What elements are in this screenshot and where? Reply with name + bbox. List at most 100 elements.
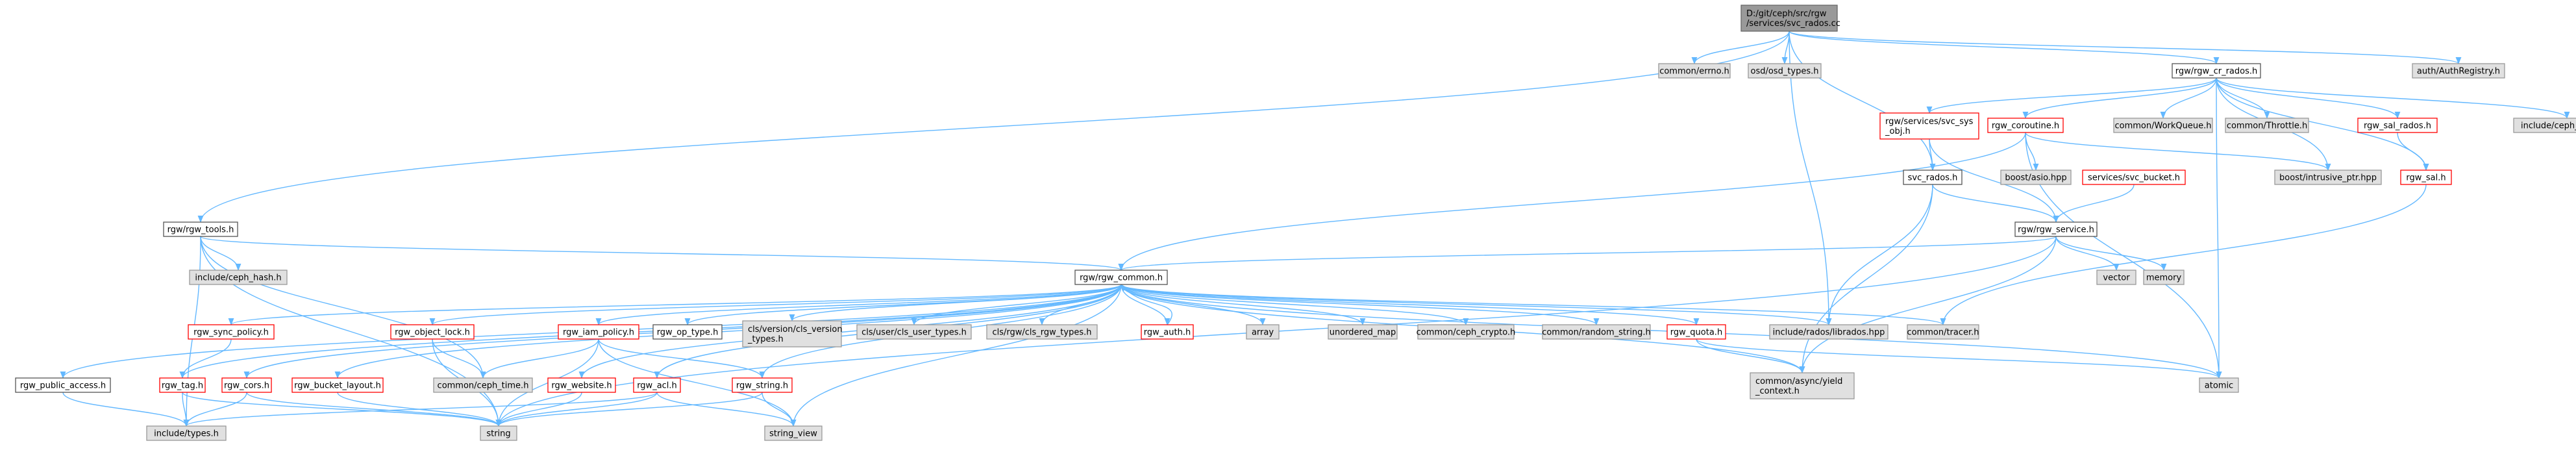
node-svc-sys-obj[interactable]: rgw/services/svc_sys_obj.h [1879, 112, 1979, 140]
node-box [1750, 372, 1855, 399]
node-label: rgw/rgw_tools.h [167, 225, 234, 235]
edge-rgw_common-to-rgw_website [578, 284, 1122, 379]
node-ceph-crypto: common/ceph_crypto.h [1417, 324, 1516, 340]
node-label: osd/osd_types.h [1750, 67, 1818, 77]
node-rgw-acl[interactable]: rgw_acl.h [633, 377, 681, 393]
node-box [558, 324, 639, 340]
node-layer: D:/git/ceph/src/rgw/services/svc_rados.c… [15, 5, 2576, 441]
node-label: string_view [769, 429, 817, 439]
node-label: string [486, 429, 510, 439]
edge-rgw_cr_rados-to-atomic [2216, 77, 2222, 379]
node-box [1987, 118, 2064, 133]
node-label: rgw_public_access.h [20, 381, 106, 391]
node-label: rgw_coroutine.h [1992, 121, 2059, 131]
node-box [652, 324, 723, 340]
node-box [732, 377, 793, 393]
node-cls-version-types: cls/version/cls_version_types.h [742, 320, 843, 347]
node-label: cls/version/cls_version [748, 325, 843, 334]
edge-rgw_cr_rados-to-ceph_assert [2216, 77, 2570, 120]
node-rgw-op-type[interactable]: rgw_op_type.h [652, 324, 723, 340]
node-box [742, 320, 842, 347]
node-label: common/ceph_time.h [438, 381, 529, 391]
edge-rgw_common-to-rgw_object_lock [429, 284, 1122, 326]
node-rgw-iam-policy[interactable]: rgw_iam_policy.h [558, 324, 639, 340]
node-ceph-hash: include/ceph_hash.h [189, 270, 288, 285]
node-label: D:/git/ceph/src/rgw [1746, 9, 1827, 19]
node-unordered-map: unordered_map [1328, 324, 1398, 340]
node-box [221, 377, 272, 393]
edge-svc_rados_h-to-yield_context [1799, 184, 1933, 374]
node-label: /services/svc_rados.cc [1746, 19, 1840, 29]
node-rgw-website[interactable]: rgw_website.h [547, 377, 616, 393]
node-svc-bucket[interactable]: services/svc_bucket.h [2082, 170, 2186, 185]
edge-rgw_service-to-vector [2055, 236, 2120, 271]
node-label: common/Throttle.h [2227, 121, 2307, 131]
node-label: rgw_string.h [736, 381, 788, 391]
node-rgw-sal-rados[interactable]: rgw_sal_rados.h [2357, 118, 2438, 133]
node-rgw-tools[interactable]: rgw/rgw_tools.h [163, 221, 238, 237]
node-box [163, 221, 238, 237]
node-ceph-time: common/ceph_time.h [433, 377, 533, 393]
node-librados: include/rados/librados.hpp [1769, 324, 1889, 340]
node-svc-rados-h[interactable]: svc_rados.h [1903, 170, 1963, 185]
node-label: boost/intrusive_ptr.hpp [2279, 173, 2377, 183]
node-rgw-auth[interactable]: rgw_auth.h [1141, 324, 1194, 340]
node-box [2082, 170, 2186, 185]
node-rgw-string[interactable]: rgw_string.h [732, 377, 793, 393]
node-rgw-coroutine[interactable]: rgw_coroutine.h [1987, 118, 2064, 133]
node-tracer: common/tracer.h [1907, 324, 1979, 340]
node-rgw-bucket-layout[interactable]: rgw_bucket_layout.h [291, 377, 384, 393]
edge-root-to-common_errno [1691, 31, 1790, 65]
node-label: cls/user/cls_user_types.h [861, 328, 967, 338]
edge-rgw_cors-to-string [246, 392, 502, 427]
node-label: rgw_object_lock.h [395, 328, 470, 338]
node-box [2172, 63, 2261, 79]
node-box [2199, 377, 2239, 393]
edge-rgw_service-to-rgw_common [1119, 236, 2057, 271]
node-box [2513, 118, 2576, 133]
node-label: _obj.h [1885, 127, 1911, 136]
node-box [2400, 170, 2452, 185]
node-label: include/ceph_hash.h [195, 273, 281, 283]
node-label: _context.h [1755, 386, 1800, 396]
node-box [2274, 170, 2382, 185]
node-auth-registry: auth/AuthRegistry.h [2412, 63, 2505, 79]
node-rgw-sal[interactable]: rgw_sal.h [2400, 170, 2452, 185]
node-box [2014, 221, 2098, 237]
node-rgw-common[interactable]: rgw/rgw_common.h [1074, 270, 1168, 285]
node-label: rgw_sal.h [2406, 173, 2446, 183]
node-osd-types: osd/osd_types.h [1748, 63, 1822, 79]
node-rgw-sync-policy[interactable]: rgw_sync_policy.h [188, 324, 275, 340]
node-workqueue: common/WorkQueue.h [2113, 118, 2213, 133]
node-label: rgw/rgw_common.h [1080, 273, 1163, 283]
node-vector: vector [2096, 270, 2136, 285]
node-label: common/WorkQueue.h [2115, 121, 2212, 131]
edge-rgw_service-to-yield_context [1799, 236, 2057, 374]
node-rgw-tag[interactable]: rgw_tag.h [159, 377, 206, 393]
edge-root-to-svc_rados_h [1789, 31, 1936, 171]
edge-rgw_common-to-rgw_iam_policy [595, 284, 1122, 326]
node-rgw-cr-rados[interactable]: rgw/rgw_cr_rados.h [2172, 63, 2261, 79]
node-label: common/ceph_crypto.h [1417, 328, 1516, 338]
node-label: common/tracer.h [1907, 328, 1979, 338]
node-box [189, 270, 288, 285]
node-rgw-cors[interactable]: rgw_cors.h [221, 377, 272, 393]
edge-rgw_tools-to-ceph_hash [200, 236, 242, 271]
edge-rgw_sal-to-tracer [1940, 184, 2427, 326]
node-rgw-quota[interactable]: rgw_quota.h [1666, 324, 1726, 340]
node-root[interactable]: D:/git/ceph/src/rgw/services/svc_rados.c… [1740, 5, 1840, 32]
edge-rgw_common-to-ceph_crypto [1121, 284, 1469, 326]
node-box [1907, 324, 1979, 340]
node-box [188, 324, 275, 340]
edge-rgw_common-to-rgw_sync_policy [228, 284, 1122, 326]
node-label: common/async/yield [1755, 377, 1842, 386]
edge-rgw_quota-to-atomic [1696, 338, 2222, 379]
node-label: cls/rgw/cls_rgw_types.h [992, 328, 1091, 338]
node-rgw-object-lock[interactable]: rgw_object_lock.h [390, 324, 475, 340]
node-box [1748, 63, 1822, 79]
node-rgw-service[interactable]: rgw/rgw_service.h [2014, 221, 2098, 237]
node-box [547, 377, 616, 393]
node-rgw-public-access[interactable]: rgw_public_access.h [15, 377, 111, 393]
edge-root-to-librados [1789, 31, 1832, 326]
